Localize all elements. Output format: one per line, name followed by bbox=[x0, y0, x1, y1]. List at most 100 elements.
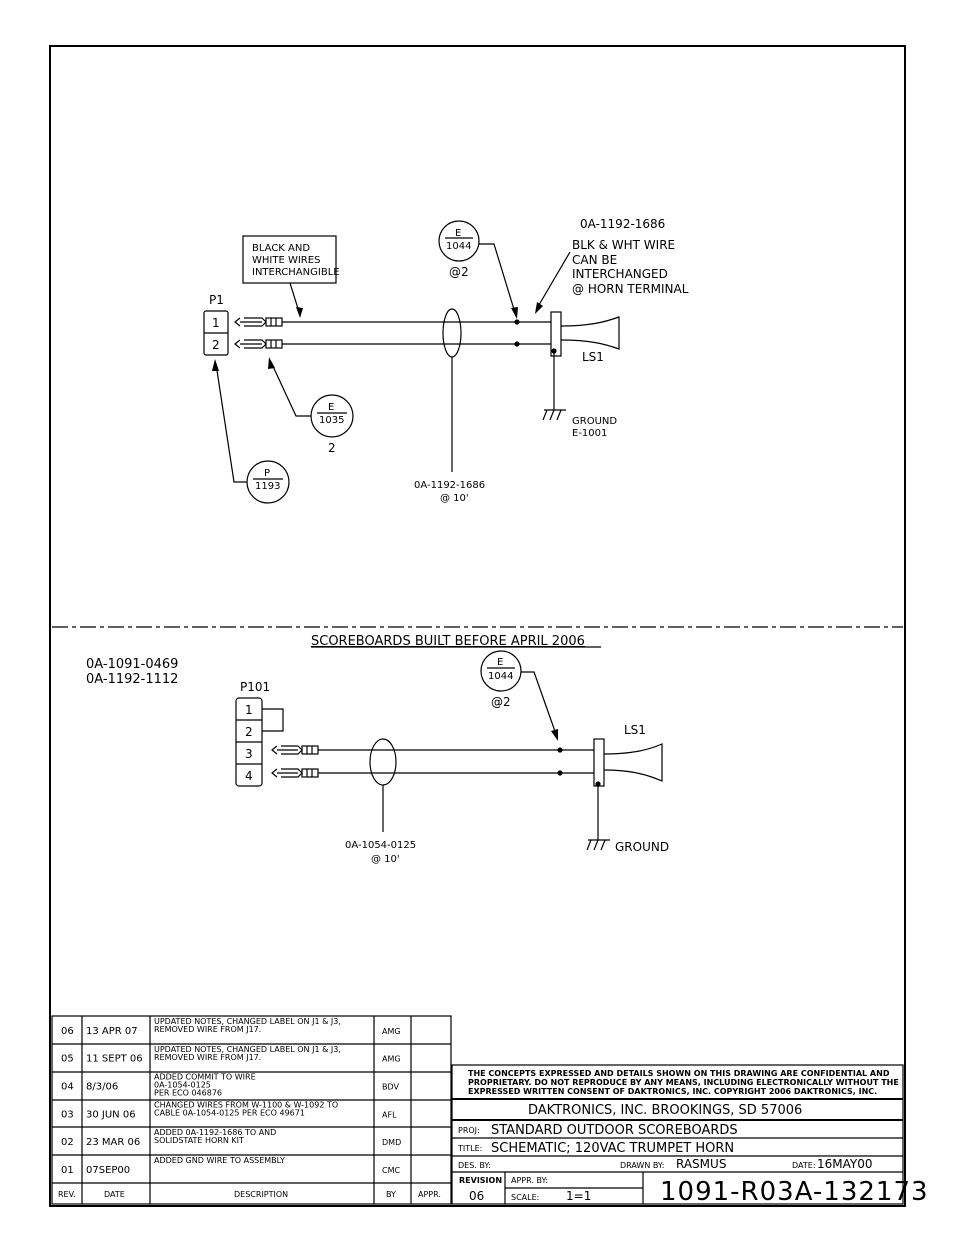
svg-text:PROJ:: PROJ: bbox=[458, 1126, 480, 1135]
project-name: STANDARD OUTDOOR SCOREBOARDS bbox=[491, 1123, 738, 1138]
title-block: THE CONCEPTS EXPRESSED AND DETAILS SHOWN… bbox=[451, 1064, 929, 1207]
confidential-line-1: THE CONCEPTS EXPRESSED AND DETAILS SHOWN… bbox=[468, 1069, 890, 1078]
svg-text:DRAWN BY:: DRAWN BY: bbox=[620, 1161, 664, 1170]
revision-table: 06 13 APR 07 UPDATED NOTES, CHANGED LABEL … bbox=[51, 1015, 452, 1205]
description-cell: CHANGED WIRES FROM W-1100 & W-1092 TO bbox=[154, 1100, 338, 1109]
confidential-line-3: EXPRESSED WRITTEN CONSENT OF DAKTRONICS,… bbox=[468, 1087, 877, 1096]
part-note-4: INTERCHANGED bbox=[572, 267, 668, 281]
description-cell: ADDED 0A-1192-1686 TO AND bbox=[154, 1128, 276, 1137]
bubble-e1044-bottom bbox=[480, 650, 522, 692]
sheet-border bbox=[49, 45, 906, 1207]
connector-pin-1: 1 bbox=[212, 316, 220, 330]
connector-p101-label: P101 bbox=[240, 680, 270, 694]
description-cell: UPDATED NOTES, CHANGED LABEL ON J1 & J3, bbox=[154, 1017, 341, 1026]
header-by: BY bbox=[386, 1190, 396, 1199]
horn-label-2: LS1 bbox=[624, 723, 646, 737]
part-note-2: BLK & WHT WIRE bbox=[572, 238, 675, 252]
svg-text:@2: @2 bbox=[491, 695, 511, 709]
by-cell: BDV bbox=[382, 1083, 400, 1092]
date-cell: 11 SEPT 06 bbox=[86, 1054, 143, 1065]
by-cell: AMG bbox=[382, 1027, 401, 1036]
horn-body-2 bbox=[593, 738, 605, 787]
drawing-date: 16MAY00 bbox=[817, 1157, 873, 1171]
date-cell: 13 APR 07 bbox=[86, 1026, 138, 1037]
svg-text:4: 4 bbox=[245, 769, 253, 783]
date-cell: 07SEP00 bbox=[86, 1165, 130, 1176]
description-cell: ADDED GND WIRE TO ASSEMBLY bbox=[154, 1156, 285, 1165]
horn-bell-2 bbox=[603, 743, 663, 782]
header-rev: REV. bbox=[58, 1190, 76, 1199]
ground-ref: E-1001 bbox=[572, 428, 607, 439]
svg-text:SCALE:: SCALE: bbox=[511, 1193, 539, 1202]
svg-text:1044: 1044 bbox=[488, 671, 513, 682]
scale-value: 1=1 bbox=[566, 1189, 591, 1203]
horn-label: LS1 bbox=[582, 350, 604, 364]
header-date: DATE bbox=[104, 1190, 125, 1199]
svg-text:1035: 1035 bbox=[319, 415, 344, 426]
description-cell: 0A-1054-0125 bbox=[154, 1081, 211, 1090]
top-diagram: BLACK AND WHITE WIRES INTERCHANGIBLE P1 … bbox=[203, 217, 689, 504]
svg-text:1: 1 bbox=[245, 703, 253, 717]
svg-text:REVISION: REVISION bbox=[459, 1176, 502, 1185]
drawing-number: 1091-R03A-132173 bbox=[660, 1177, 929, 1207]
connector-pin-2: 2 bbox=[212, 338, 220, 352]
cable-label-2: 0A-1054-0125 bbox=[345, 840, 416, 851]
note-box bbox=[242, 235, 337, 284]
bottom-diagram: SCOREBOARDS BUILT BEFORE APRIL 2006 0A-1… bbox=[86, 634, 669, 865]
horn-bell bbox=[560, 316, 620, 350]
description-cell: CABLE 0A-1054-0125 PER ECO 49671 bbox=[154, 1108, 305, 1117]
svg-text:DES. BY:: DES. BY: bbox=[458, 1161, 491, 1170]
svg-text:E: E bbox=[328, 402, 334, 413]
ground-label: GROUND bbox=[572, 416, 617, 427]
note-line-2: WHITE WIRES bbox=[252, 255, 320, 266]
svg-text:TITLE:: TITLE: bbox=[457, 1144, 482, 1153]
date-cell: 23 MAR 06 bbox=[86, 1137, 140, 1148]
description-cell: REMOVED WIRE FROM J17. bbox=[154, 1025, 261, 1034]
rev-cell: 03 bbox=[61, 1109, 74, 1120]
cable-bundle-2 bbox=[369, 738, 397, 786]
connector-p1-label: P1 bbox=[209, 293, 224, 307]
rev-cell: 02 bbox=[61, 1137, 74, 1148]
by-cell: AMG bbox=[382, 1055, 401, 1064]
svg-text:1044: 1044 bbox=[446, 241, 471, 252]
description-cell: REMOVED WIRE FROM J17. bbox=[154, 1053, 261, 1062]
svg-text:E: E bbox=[497, 657, 503, 668]
date-cell: 8/3/06 bbox=[86, 1082, 118, 1093]
svg-text:P: P bbox=[264, 468, 270, 479]
svg-text:2: 2 bbox=[245, 725, 253, 739]
arrowhead bbox=[296, 307, 303, 318]
confidential-line-2: PROPRIETARY. DO NOT REPRODUCE BY ANY MEA… bbox=[468, 1078, 899, 1087]
bubble-e1044 bbox=[438, 220, 480, 262]
cable-length: @ 10' bbox=[440, 493, 469, 504]
company: DAKTRONICS, INC. BROOKINGS, SD 57006 bbox=[528, 1103, 802, 1118]
part-number-1: 0A-1091-0469 bbox=[86, 657, 178, 672]
header-appr: APPR. bbox=[418, 1190, 441, 1199]
part-number-2: 0A-1192-1112 bbox=[86, 672, 178, 687]
by-cell: DMD bbox=[382, 1138, 401, 1147]
by-cell: AFL bbox=[382, 1110, 397, 1119]
svg-text:3: 3 bbox=[245, 747, 253, 761]
cable-length-2: @ 10' bbox=[371, 854, 400, 865]
jumper-loop bbox=[262, 708, 284, 732]
svg-text:E: E bbox=[455, 228, 461, 239]
description-cell: PER ECO 046876 bbox=[154, 1089, 222, 1098]
rev-cell: 01 bbox=[61, 1165, 74, 1176]
horn-body bbox=[550, 311, 562, 357]
bubble-qty: @2 bbox=[449, 265, 469, 279]
cable-label: 0A-1192-1686 bbox=[414, 480, 485, 491]
svg-text:APPR. BY:: APPR. BY: bbox=[511, 1176, 548, 1185]
part-note-1: 0A-1192-1686 bbox=[580, 217, 665, 231]
part-note-3: CAN BE bbox=[572, 253, 617, 267]
description-cell: UPDATED NOTES, CHANGED LABEL ON J1 & J3, bbox=[154, 1045, 341, 1054]
rev-cell: 06 bbox=[61, 1026, 74, 1037]
header-description: DESCRIPTION bbox=[234, 1190, 288, 1199]
description-cell: ADDED COMMIT TO WIRE bbox=[154, 1073, 256, 1082]
by-cell: CMC bbox=[382, 1166, 400, 1175]
drawn-by: RASMUS bbox=[676, 1157, 726, 1171]
svg-text:DATE:: DATE: bbox=[792, 1161, 816, 1170]
rev-cell: 05 bbox=[61, 1054, 74, 1065]
revision-number: 06 bbox=[469, 1189, 484, 1203]
ground-label-2: GROUND bbox=[615, 840, 669, 854]
date-cell: 30 JUN 06 bbox=[86, 1109, 136, 1120]
